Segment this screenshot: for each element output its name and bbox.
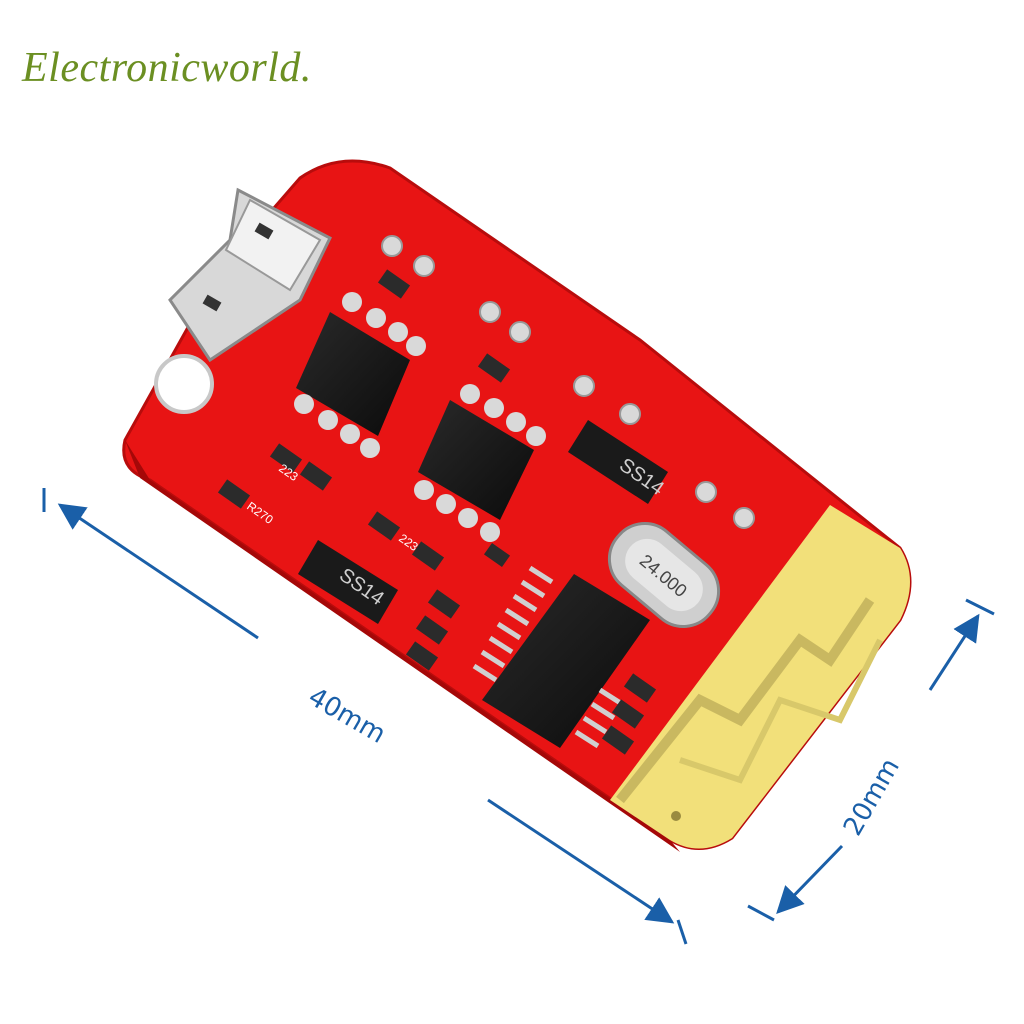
smd-components — [217, 269, 657, 755]
bluetooth-ic — [472, 565, 650, 749]
dimension-20mm — [747, 598, 995, 922]
antenna-area — [610, 505, 910, 849]
mounting-hole — [154, 354, 214, 414]
watermark-logo: Electronicworld. — [22, 45, 312, 91]
dimension-40mm — [42, 488, 688, 945]
usb-connector — [168, 187, 332, 363]
ic-chip-1 — [294, 292, 426, 458]
vias — [381, 235, 755, 821]
crystal-oscillator: 24.000 — [607, 522, 721, 628]
ic-chip-2 — [414, 384, 546, 542]
